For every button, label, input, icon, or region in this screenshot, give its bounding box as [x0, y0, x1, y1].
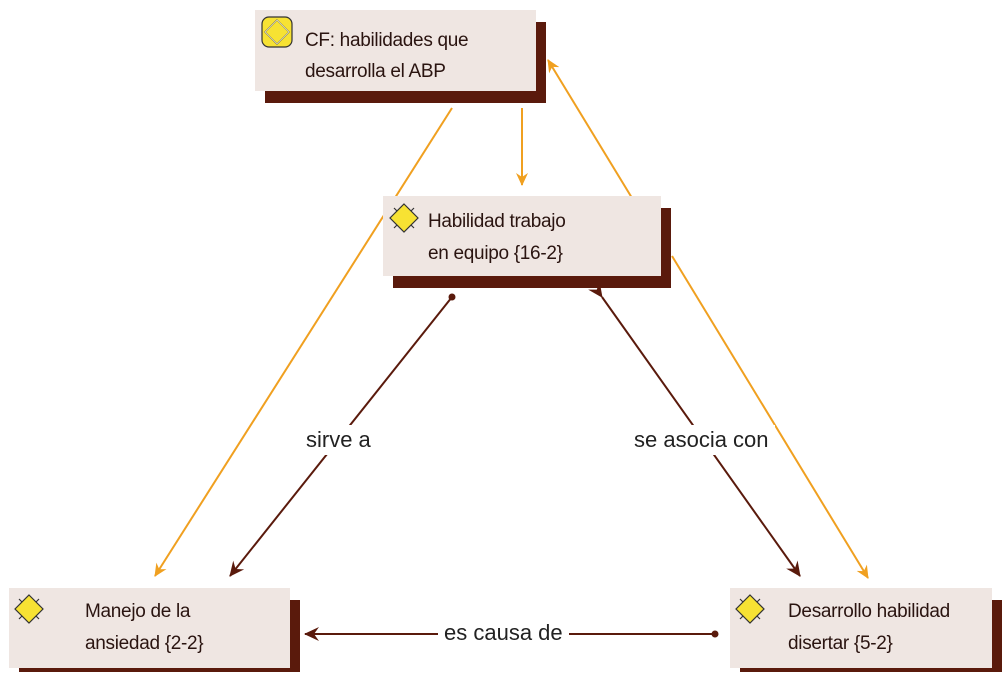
link-trabajo-to-disertar [671, 255, 869, 579]
label-es-causa-de: es causa de [438, 618, 569, 648]
node-manejo-line2: ansiedad {2-2} [85, 633, 204, 654]
code-icon [389, 203, 419, 233]
link-es-causa-de-origin-dot [711, 630, 719, 638]
node-cf-line2: desarrolla el ABP [305, 61, 446, 82]
node-disertar-line1: Desarrollo habilidad [788, 601, 950, 622]
node-desarrollo-habilidad-disertar[interactable]: Desarrollo habilidad disertar {5-2} [730, 588, 992, 668]
node-trabajo-line2: en equipo {16-2} [428, 243, 563, 264]
label-sirve-a: sirve a [300, 425, 377, 455]
link-disertar-to-cf [547, 59, 633, 199]
node-trabajo-line1: Habilidad trabajo [428, 211, 566, 232]
node-manejo-line1: Manejo de la [85, 601, 191, 622]
node-cf-line1: CF: habilidades que [305, 30, 469, 51]
code-icon [14, 594, 44, 624]
node-habilidad-trabajo-equipo[interactable]: Habilidad trabajo en equipo {16-2} [383, 196, 661, 276]
node-disertar-line2: disertar {5-2} [788, 633, 893, 654]
node-manejo-ansiedad[interactable]: Manejo de la ansiedad {2-2} [9, 588, 290, 668]
node-cf-habilidades-abp[interactable]: CF: habilidades que desarrolla el ABP [255, 10, 536, 91]
label-se-asocia-con: se asocia con [628, 425, 775, 455]
code-icon [735, 594, 765, 624]
link-sirve-a-origin-dot [448, 293, 456, 301]
code-family-icon [261, 16, 293, 48]
link-cf-to-manejo [154, 107, 453, 577]
